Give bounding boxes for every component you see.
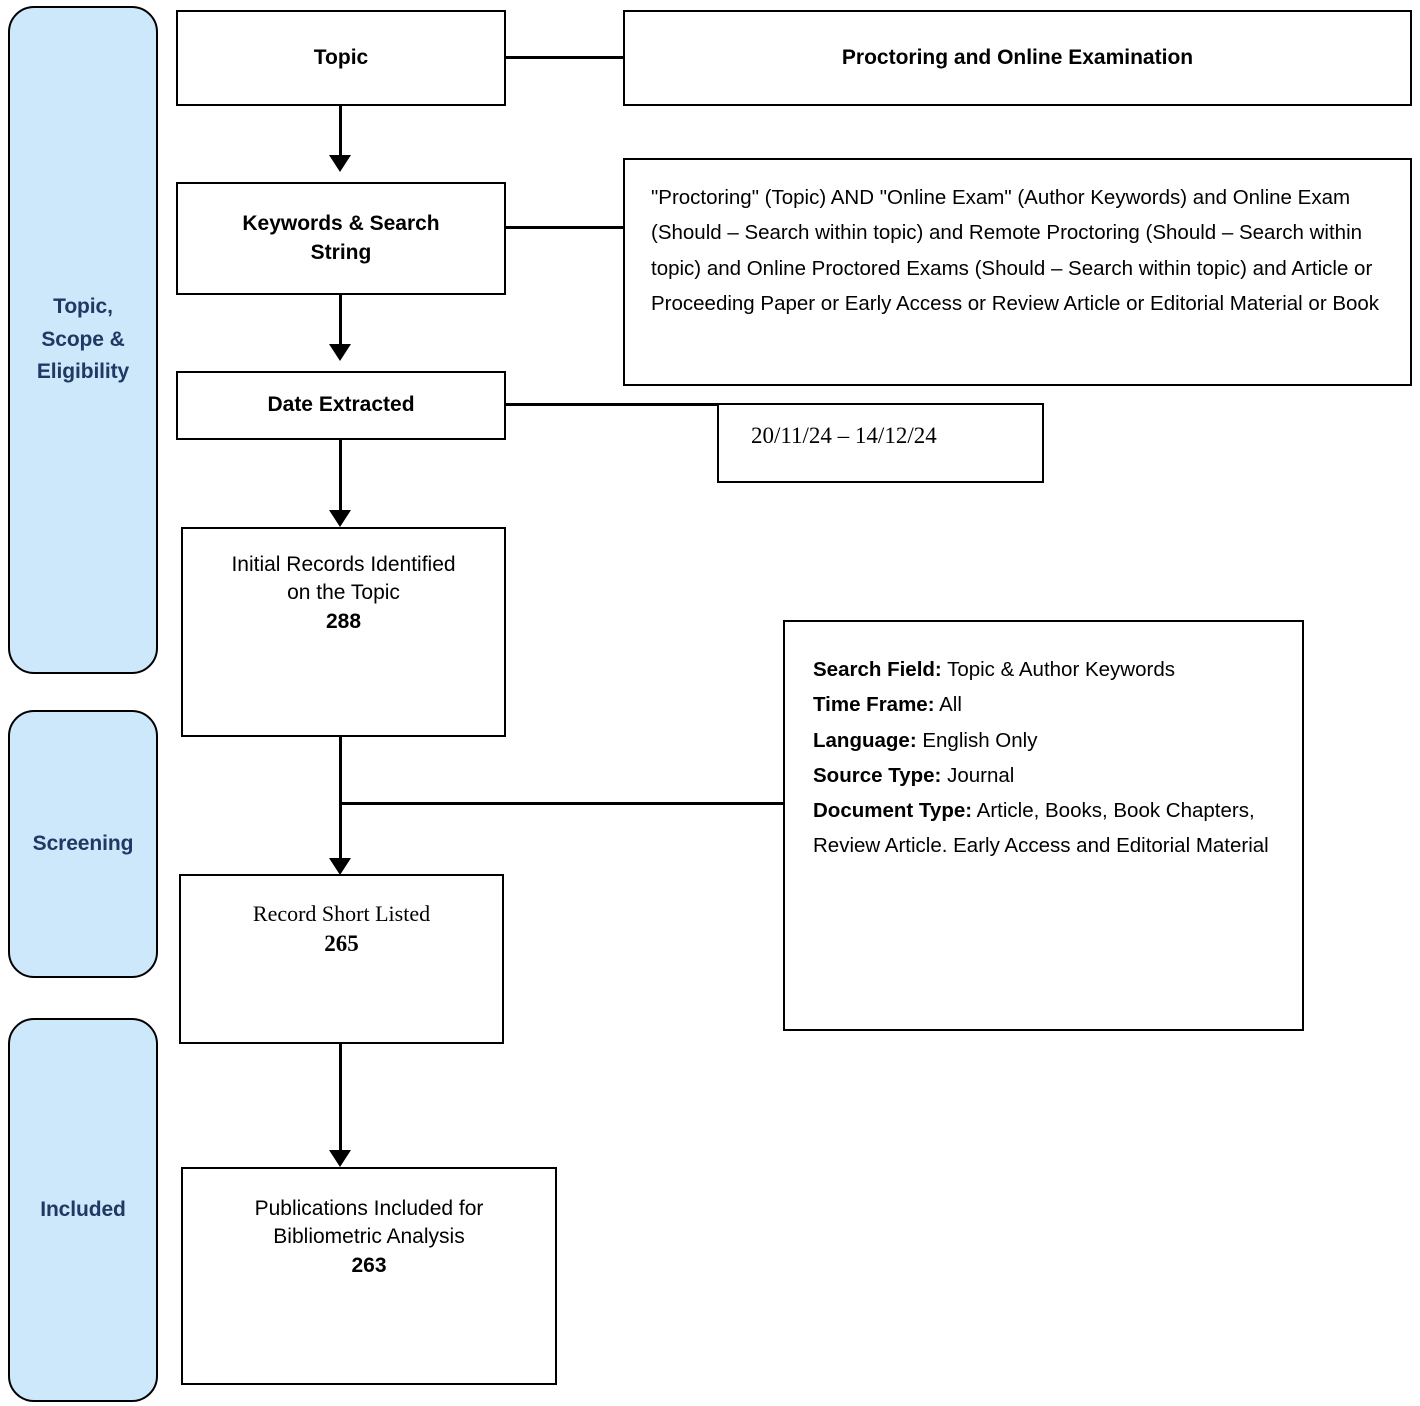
box-date-extracted: Date Extracted (176, 371, 506, 440)
connector-topic-to-value (506, 56, 625, 59)
box-publications-included-count: 263 (351, 1253, 387, 1277)
arrow-keywords-to-date-head (329, 344, 351, 361)
box-topic-value-label: Proctoring and Online Examination (841, 45, 1194, 69)
criteria-value-source-type: Journal (947, 763, 1015, 787)
box-publications-included-label: Publications Included for Bibliometric A… (254, 1197, 484, 1249)
box-record-short-listed-label: Record Short Listed (252, 901, 431, 926)
search-string-text: "Proctoring" (Topic) AND "Online Exam" (… (651, 186, 1380, 315)
box-topic-label: Topic (313, 45, 369, 69)
criteria-value-document-type: Article, Books, Book Chapters, Review Ar… (813, 799, 1269, 858)
box-date-value: 20/11/24 – 14/12/24 (717, 403, 1044, 483)
stage-pill-included: Included (8, 1018, 158, 1402)
arrow-initial-to-shortlist-head (329, 858, 351, 875)
criteria-row-source-type: Source Type: Journal (813, 758, 1284, 793)
criteria-key-search-field: Search Field: (813, 658, 942, 681)
criteria-value-language: English Only (922, 728, 1038, 752)
date-value-text: 20/11/24 – 14/12/24 (751, 423, 937, 448)
criteria-value-search-field: Topic & Author Keywords (947, 658, 1175, 681)
criteria-key-time-frame: Time Frame: (813, 693, 935, 717)
arrow-topic-to-keywords-head (329, 155, 351, 172)
arrow-topic-to-keywords-line (339, 106, 342, 168)
arrow-shortlist-to-included-head (329, 1150, 351, 1167)
arrow-date-to-initial-head (329, 510, 351, 527)
criteria-row-time-frame: Time Frame: All (813, 687, 1284, 722)
criteria-row-search-field: Search Field: Topic & Author Keywords (813, 652, 1284, 687)
box-search-string: "Proctoring" (Topic) AND "Online Exam" (… (623, 158, 1412, 386)
box-topic: Topic (176, 10, 506, 106)
criteria-row-language: Language: English Only (813, 723, 1284, 758)
box-initial-records-label: Initial Records Identified on the Topic (231, 553, 456, 605)
connector-date-to-value (506, 403, 719, 406)
stage-label-screening: Screening (32, 831, 134, 855)
box-record-short-listed-count: 265 (324, 930, 359, 956)
arrow-date-to-initial-line (339, 440, 342, 519)
box-keywords-search-string: Keywords & Search String (176, 182, 506, 295)
arrow-shortlist-to-included-line (339, 1044, 342, 1161)
stage-pill-topic-scope-eligibility: Topic, Scope & Eligibility (8, 6, 158, 674)
box-topic-value: Proctoring and Online Examination (623, 10, 1412, 106)
connector-screening-to-criteria (339, 802, 785, 805)
box-date-extracted-label: Date Extracted (267, 393, 415, 417)
criteria-key-source-type: Source Type: (813, 763, 942, 787)
stage-label-topic-scope-eligibility: Topic, Scope & Eligibility (36, 295, 130, 384)
criteria-key-document-type: Document Type: (813, 799, 973, 822)
criteria-value-time-frame: All (939, 693, 962, 717)
box-initial-records-count: 288 (325, 609, 362, 633)
connector-keywords-to-search-string (506, 226, 625, 229)
box-search-criteria: Search Field: Topic & Author Keywords Ti… (783, 620, 1304, 1031)
stage-label-included: Included (40, 1197, 126, 1221)
stage-pill-screening: Screening (8, 710, 158, 978)
box-initial-records: Initial Records Identified on the Topic … (181, 527, 506, 737)
arrow-keywords-to-date-line (339, 295, 342, 357)
box-publications-included: Publications Included for Bibliometric A… (181, 1167, 557, 1385)
box-keywords-label: Keywords & Search String (242, 212, 440, 264)
box-record-short-listed: Record Short Listed 265 (179, 874, 504, 1044)
criteria-key-language: Language: (813, 728, 917, 752)
criteria-row-document-type: Document Type: Article, Books, Book Chap… (813, 793, 1284, 864)
